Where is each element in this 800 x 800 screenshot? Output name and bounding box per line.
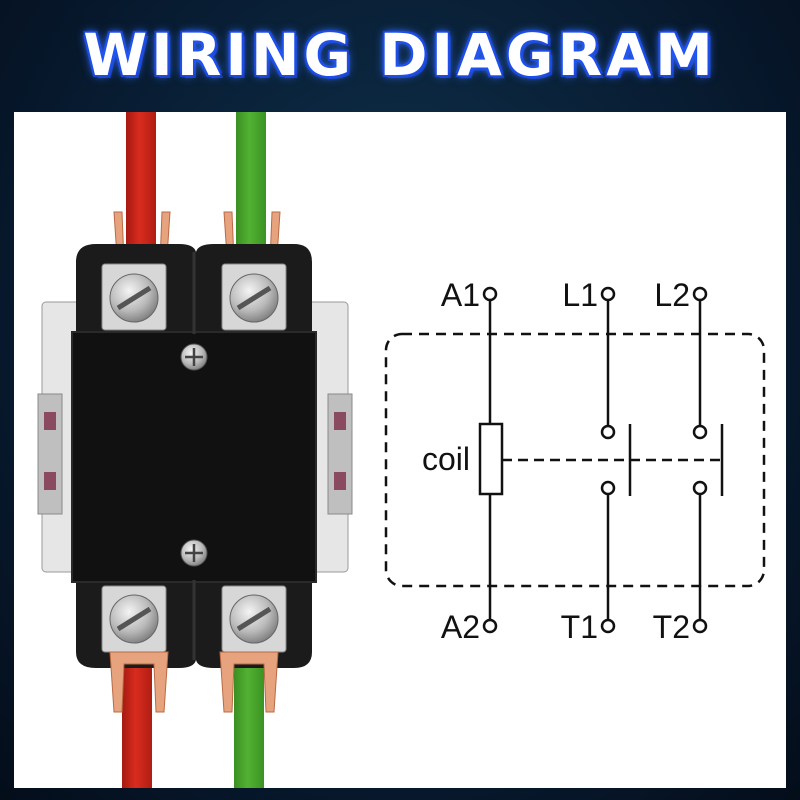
contact-t2-lower xyxy=(692,480,708,496)
terminal-t1 xyxy=(600,618,616,634)
label-t1: T1 xyxy=(561,609,598,645)
green-wire-bottom xyxy=(234,652,264,788)
coil-symbol xyxy=(478,422,504,496)
schematic-labels: A1 L1 L2 A2 T1 T2 coil xyxy=(422,277,690,645)
bottom-lug-right xyxy=(219,651,279,713)
contactor-illustration xyxy=(37,112,353,788)
label-l1: L1 xyxy=(562,277,598,313)
screw-top-left xyxy=(109,273,159,323)
contact-l2-upper xyxy=(692,424,708,440)
cover-screw-top xyxy=(180,343,208,371)
screw-top-right xyxy=(229,273,279,323)
diagram-title: WIRING DIAGRAM xyxy=(83,21,717,89)
label-a1: A1 xyxy=(441,277,480,313)
label-t2: T2 xyxy=(653,609,690,645)
terminal-l1 xyxy=(600,286,616,302)
cover-screw-bottom xyxy=(180,539,208,567)
red-wire-bottom xyxy=(122,652,152,788)
contact-l1-upper xyxy=(600,424,616,440)
terminal-l2 xyxy=(692,286,708,302)
screw-bottom-left xyxy=(109,594,159,644)
terminal-a2 xyxy=(482,618,498,634)
label-a2: A2 xyxy=(441,609,480,645)
screw-bottom-right xyxy=(229,594,279,644)
diagram-panel: A1 L1 L2 A2 T1 T2 coil xyxy=(14,112,786,788)
contact-t1-lower xyxy=(600,480,616,496)
title-banner: WIRING DIAGRAM xyxy=(0,0,800,110)
bottom-lug-left xyxy=(109,651,169,713)
enclosure-dashed xyxy=(384,332,766,588)
label-l2: L2 xyxy=(654,277,690,313)
label-coil: coil xyxy=(422,441,470,477)
diagram-canvas: A1 L1 L2 A2 T1 T2 coil xyxy=(37,112,766,788)
terminal-t2 xyxy=(692,618,708,634)
schematic xyxy=(384,286,766,634)
terminal-a1 xyxy=(482,286,498,302)
